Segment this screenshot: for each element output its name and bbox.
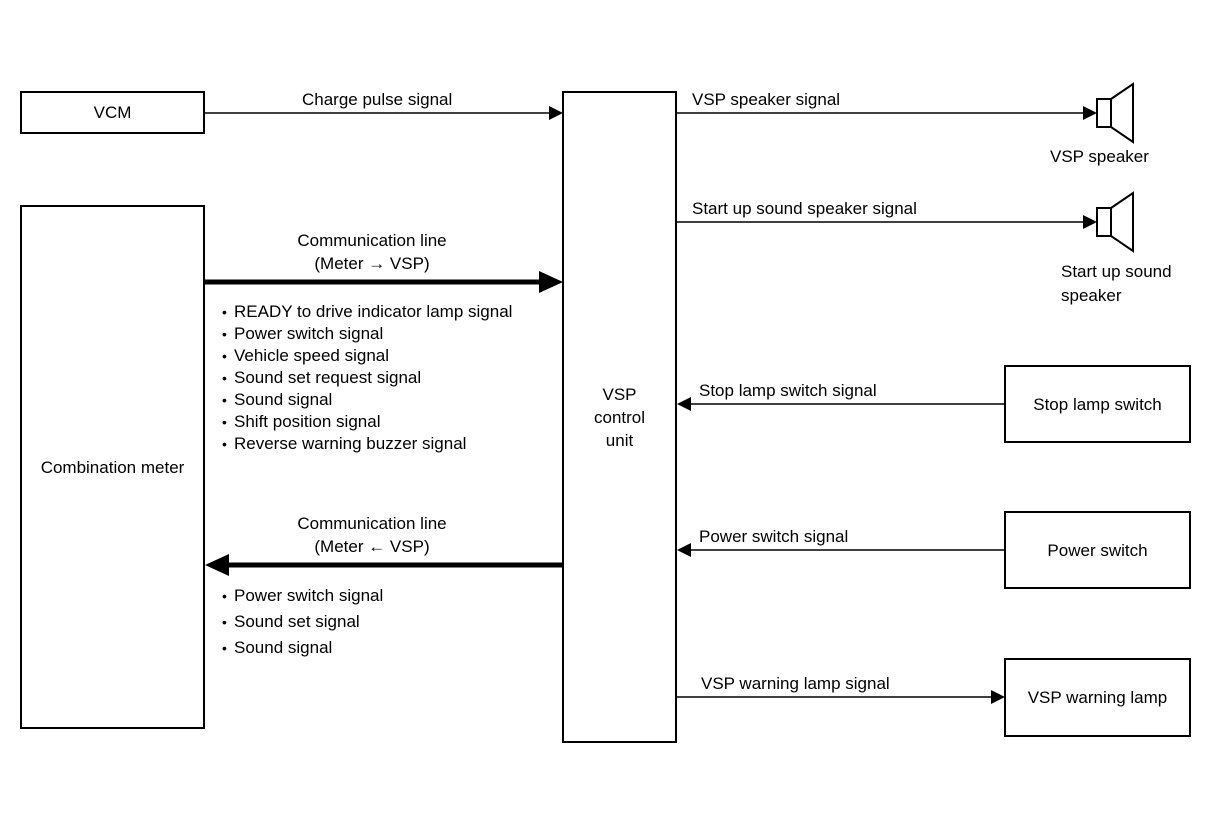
startup-speaker-icon bbox=[1096, 191, 1134, 253]
vsp-warning-lamp-box: VSP warning lamp bbox=[1004, 658, 1191, 737]
list-item: Sound signal bbox=[222, 635, 383, 661]
comm-to-meter-title: Communication line bbox=[297, 514, 447, 533]
list-item: READY to drive indicator lamp signal bbox=[222, 301, 512, 323]
warning-lamp-signal-arrowhead bbox=[991, 690, 1005, 704]
vsp-speaker-signal-arrowhead bbox=[1083, 106, 1097, 120]
vsp-speaker-label: VSP speaker bbox=[1050, 147, 1149, 166]
startup-speaker-signal-label: Start up sound speaker signal bbox=[692, 199, 917, 218]
startup-speaker-signal-arrowhead bbox=[1083, 215, 1097, 229]
list-item: Shift position signal bbox=[222, 411, 512, 433]
vsp-control-unit-box: VSP control unit bbox=[562, 91, 677, 743]
list-item: Sound set request signal bbox=[222, 367, 512, 389]
vsp-control-unit-label-line1: VSP bbox=[602, 384, 637, 404]
vsp-control-unit-label-line2: control bbox=[593, 407, 646, 427]
comm-to-vsp-title: Communication line bbox=[297, 231, 447, 250]
combination-meter-box: Combination meter bbox=[20, 205, 205, 729]
vsp-speaker-signal-label: VSP speaker signal bbox=[692, 90, 841, 109]
stop-lamp-signal-arrowhead bbox=[677, 397, 691, 411]
power-switch-signal-label: Power switch signal bbox=[699, 527, 849, 546]
power-switch-box: Power switch bbox=[1004, 511, 1191, 589]
comm-to-vsp-arrowhead bbox=[539, 271, 563, 293]
stop-lamp-switch-signal-label: Stop lamp switch signal bbox=[699, 381, 877, 400]
vsp-warning-lamp-label: VSP warning lamp bbox=[1027, 688, 1168, 707]
stop-lamp-switch-box: Stop lamp switch bbox=[1004, 365, 1191, 443]
power-switch-signal-arrowhead bbox=[677, 543, 691, 557]
comm-to-meter-subtitle: (Meter ← VSP) bbox=[314, 537, 430, 556]
comm-to-meter-arrowhead bbox=[205, 554, 229, 576]
list-item: Sound signal bbox=[222, 389, 512, 411]
comm-to-vsp-subtitle: (Meter → VSP) bbox=[314, 254, 430, 273]
charge-pulse-arrowhead bbox=[549, 106, 563, 120]
vsp-warning-lamp-signal-label: VSP warning lamp signal bbox=[701, 674, 890, 693]
list-item: Power switch signal bbox=[222, 583, 383, 609]
comm-to-vsp-signal-list: READY to drive indicator lamp signal Pow… bbox=[222, 301, 512, 455]
stop-lamp-switch-label: Stop lamp switch bbox=[1033, 394, 1162, 414]
vcm-label: VCM bbox=[93, 103, 132, 122]
combination-meter-label: Combination meter bbox=[40, 457, 185, 477]
vsp-speaker-icon bbox=[1096, 82, 1134, 144]
startup-speaker-label-line2: speaker bbox=[1061, 286, 1122, 305]
comm-to-meter-signal-list: Power switch signal Sound set signal Sou… bbox=[222, 583, 383, 661]
vsp-control-unit-label-line3: unit bbox=[605, 430, 634, 450]
vcm-box: VCM bbox=[20, 91, 205, 134]
power-switch-label: Power switch bbox=[1047, 540, 1148, 560]
charge-pulse-signal-label: Charge pulse signal bbox=[302, 90, 453, 109]
list-item: Sound set signal bbox=[222, 609, 383, 635]
list-item: Vehicle speed signal bbox=[222, 345, 512, 367]
list-item: Power switch signal bbox=[222, 323, 512, 345]
startup-speaker-label-line1: Start up sound bbox=[1061, 262, 1172, 281]
list-item: Reverse warning buzzer signal bbox=[222, 433, 512, 455]
